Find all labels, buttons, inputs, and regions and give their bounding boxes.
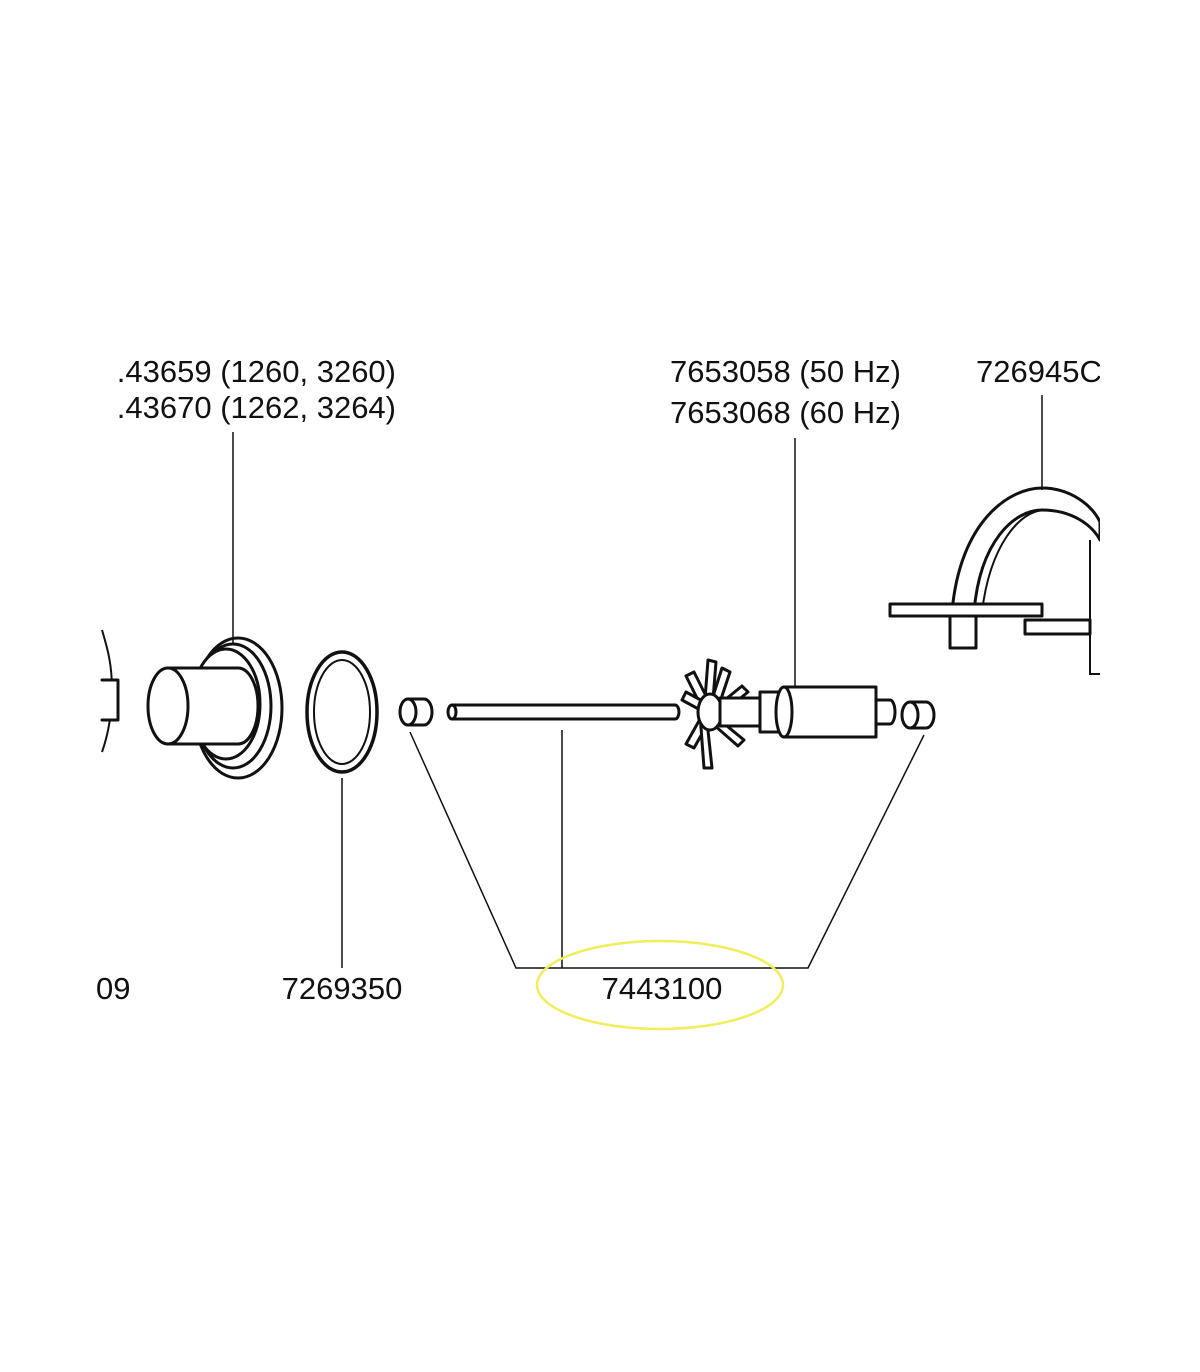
label-housing-line1: .43659 (1260, 3260) [117, 354, 396, 389]
pump-housing-part [146, 636, 284, 780]
cover-bracket-part [888, 486, 1102, 675]
shaft-part [446, 703, 681, 721]
leader-lines [232, 395, 1043, 969]
left-bushing-part [398, 697, 434, 727]
label-oring: 7269350 [282, 971, 403, 1006]
label-rotor-line1: 7653058 (50 Hz) [670, 354, 901, 389]
label-left-edge: 09 [96, 971, 130, 1006]
highlight-ellipse [535, 939, 785, 1031]
label-shaft-set: 7443100 [602, 971, 723, 1006]
partial-left-part [100, 629, 120, 753]
right-bushing-part [900, 700, 936, 730]
label-cover: 726945C [976, 354, 1102, 389]
label-housing-line2: .43670 (1262, 3264) [117, 390, 396, 425]
label-rotor-line2: 7653068 (60 Hz) [670, 395, 901, 430]
right-crop-mask [1100, 340, 1200, 740]
o-ring-part [305, 650, 379, 774]
impeller-rotor-part [680, 658, 897, 770]
